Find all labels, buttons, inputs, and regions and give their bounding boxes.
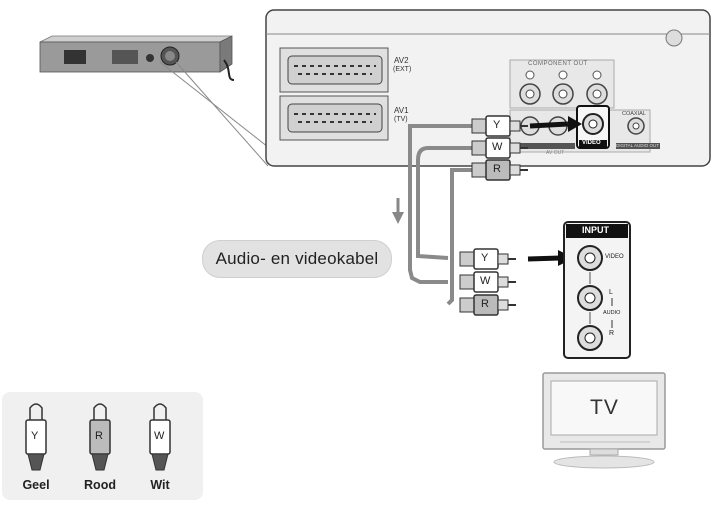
plug-Y-tv	[459, 248, 516, 270]
av1-label: AV1	[394, 106, 409, 115]
coaxial-label: COAXIAL	[622, 111, 646, 117]
plug-letter-W-tv: W	[480, 275, 491, 287]
plug-Y-dvd	[471, 115, 528, 137]
component-out-label: COMPONENT OUT	[528, 61, 588, 67]
av1-sub: (TV)	[394, 116, 408, 123]
plug-R-dvd	[471, 159, 528, 181]
tv-screen-label: TV	[590, 396, 619, 419]
legend-plug-W-draw	[149, 403, 171, 471]
av2-sub: (EXT)	[393, 66, 412, 73]
legend-name-wit: Wit	[150, 478, 170, 492]
plug-letter-Y-tv: Y	[481, 252, 489, 264]
video-label-dvd: VIDEO	[582, 140, 601, 146]
legend-letter-Y: Y	[31, 430, 39, 442]
plug-letter-Y-dvd: Y	[493, 119, 501, 131]
plug-letter-W-dvd: W	[492, 141, 503, 153]
cable-label: Audio- en videokabel	[202, 240, 392, 278]
tv-input-header: INPUT	[582, 225, 609, 235]
zoom-callout-lines	[159, 61, 269, 167]
tv-right-label: R	[609, 330, 615, 337]
dvd-player-thumbnail	[39, 35, 235, 81]
av2-label: AV2	[394, 56, 409, 65]
dvd-side-plugs	[471, 115, 528, 181]
av-cable	[408, 124, 474, 306]
plug-R-tv	[459, 294, 516, 316]
tv-input-panel	[563, 221, 631, 359]
legend-letter-W: W	[154, 430, 165, 442]
tv-side-plugs	[459, 248, 516, 316]
plug-letter-R-tv: R	[481, 298, 489, 310]
legend-plug-R-draw	[89, 403, 111, 471]
dvd-back-panel	[265, 9, 711, 167]
video-arrow-dvd	[529, 116, 582, 132]
plug-W-tv	[459, 271, 516, 293]
tv-video-label: VIDEO	[605, 254, 624, 260]
tv-left-label: L	[609, 289, 613, 296]
legend-name-geel: Geel	[22, 478, 50, 492]
digital-audio-label: DIGITAL AUDIO OUT	[616, 143, 660, 148]
tv-audio-label: AUDIO	[603, 310, 621, 316]
plug-W-dvd	[471, 137, 528, 159]
legend-plug-Y-draw	[25, 403, 47, 471]
tv-set	[542, 372, 666, 469]
plug-letter-R-dvd: R	[493, 163, 501, 175]
legend-name-rood: Rood	[84, 478, 116, 492]
flow-arrow-down	[392, 198, 404, 224]
legend-letter-R: R	[95, 430, 103, 442]
av-out-label: AV OUT	[546, 150, 565, 156]
